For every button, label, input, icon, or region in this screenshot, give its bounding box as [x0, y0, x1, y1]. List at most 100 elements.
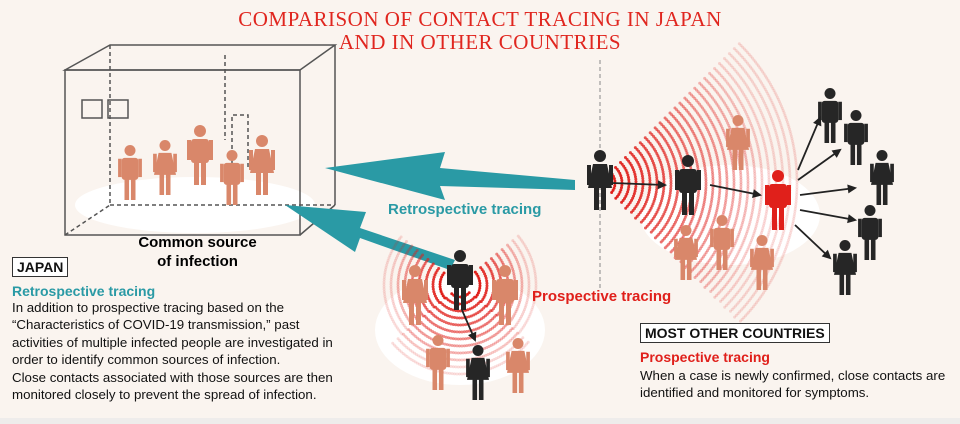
dot: [736, 235, 740, 239]
dot: [730, 248, 734, 252]
dot: [794, 158, 798, 162]
dot: [737, 202, 741, 206]
dot: [753, 186, 757, 190]
dot: [711, 75, 715, 79]
dot: [713, 127, 717, 131]
dot: [702, 137, 706, 141]
dot: [742, 216, 746, 220]
dot: [791, 141, 795, 145]
dot: [743, 304, 747, 308]
dot: [769, 223, 773, 227]
dot: [508, 247, 512, 251]
dot: [711, 190, 715, 194]
dot: [731, 195, 735, 199]
dot: [669, 189, 673, 193]
dot: [626, 175, 630, 179]
dot: [748, 65, 752, 69]
dot: [500, 337, 504, 341]
dot: [760, 132, 764, 136]
dot: [527, 291, 531, 295]
dot: [400, 261, 404, 265]
dot: [743, 153, 747, 157]
dot: [717, 225, 721, 229]
dot: [505, 341, 509, 345]
dot: [737, 207, 741, 211]
dot: [795, 170, 799, 174]
dot: [520, 279, 524, 283]
dot: [701, 85, 705, 89]
dot: [779, 152, 783, 156]
dot: [763, 219, 767, 223]
dot: [713, 77, 717, 81]
dot: [641, 184, 645, 188]
dot: [534, 286, 538, 290]
dot: [457, 316, 461, 320]
dot: [485, 279, 489, 283]
dot: [730, 263, 734, 267]
dot: [768, 134, 772, 138]
dot: [526, 274, 530, 278]
dot: [626, 173, 630, 177]
dot: [674, 200, 678, 204]
dot: [459, 351, 463, 355]
dot: [704, 274, 708, 278]
dot: [717, 197, 721, 201]
dot: [735, 109, 739, 113]
dot: [637, 163, 641, 167]
dot: [745, 194, 749, 198]
dot: [690, 143, 694, 147]
dot: [406, 266, 410, 270]
dot: [755, 245, 759, 249]
dot: [518, 329, 522, 333]
dot: [757, 297, 761, 301]
dot: [392, 343, 396, 347]
dot: [484, 353, 488, 357]
dot: [444, 321, 448, 325]
dot: [739, 192, 743, 196]
dot: [519, 347, 523, 351]
dot: [448, 314, 452, 318]
dot: [744, 266, 748, 270]
dot: [770, 244, 774, 248]
dot: [396, 252, 400, 256]
dot: [503, 252, 507, 256]
dot: [498, 274, 502, 278]
dot: [716, 271, 720, 275]
dot: [508, 329, 512, 333]
dot: [416, 345, 420, 349]
dot: [402, 256, 406, 260]
dot: [633, 175, 637, 179]
japan-line: monitored closely to prevent the spread …: [12, 387, 317, 403]
dot: [667, 196, 671, 200]
dot: [677, 214, 681, 218]
dot: [792, 217, 796, 221]
dot: [398, 268, 402, 272]
dot: [659, 240, 663, 244]
dot: [704, 181, 708, 185]
dot: [682, 166, 686, 170]
dot: [403, 353, 407, 357]
dot: [735, 82, 739, 86]
dot: [790, 139, 794, 143]
dot: [754, 289, 758, 293]
dot: [708, 280, 712, 284]
dot: [703, 97, 707, 101]
dot: [675, 191, 679, 195]
dot: [716, 118, 720, 122]
dot: [693, 120, 697, 124]
dot: [732, 57, 736, 61]
dot: [509, 338, 513, 342]
dot: [389, 275, 393, 279]
dot: [386, 309, 390, 313]
dot: [738, 310, 742, 314]
dot: [417, 362, 421, 366]
dot: [716, 80, 720, 84]
dot: [654, 171, 658, 175]
dot: [525, 342, 529, 346]
dot: [392, 302, 396, 306]
dot: [393, 243, 397, 247]
dot: [432, 277, 436, 281]
dot: [770, 119, 774, 123]
dot: [404, 325, 408, 329]
dot: [740, 223, 744, 227]
